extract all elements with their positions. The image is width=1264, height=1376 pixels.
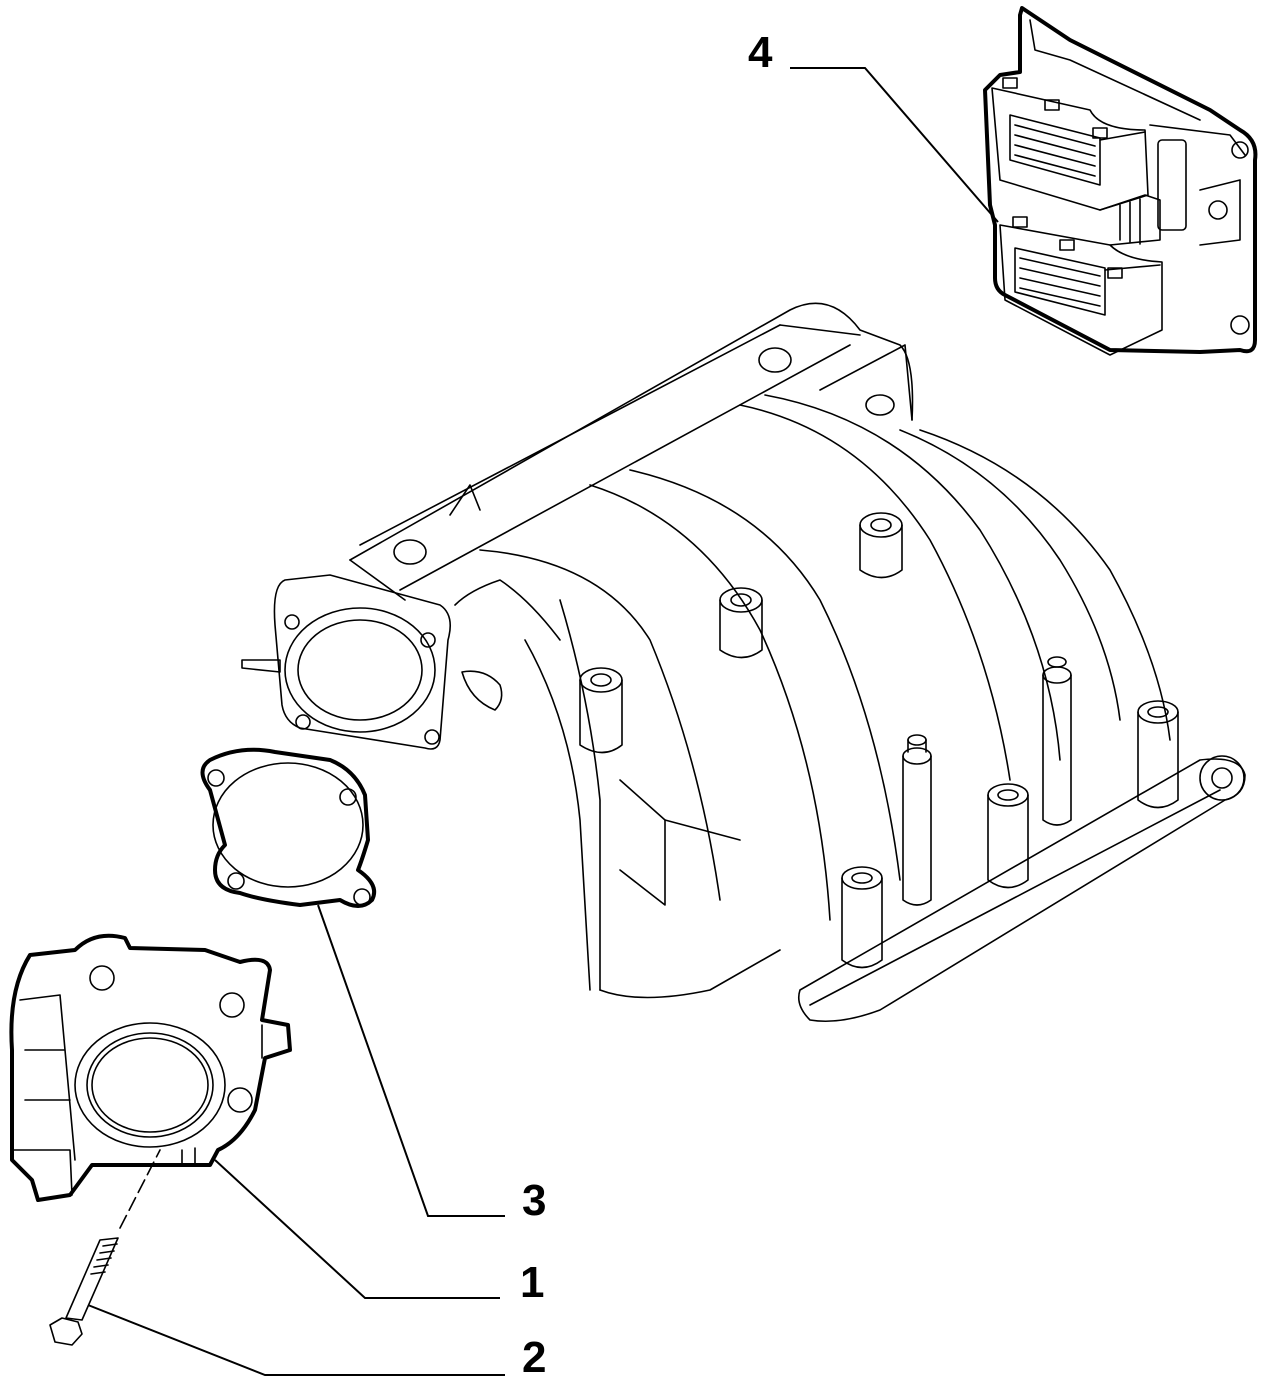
- bolt: [49, 1149, 161, 1346]
- gasket: [200, 747, 377, 908]
- leader-4: [790, 67, 999, 223]
- leader-1: [214, 1159, 500, 1299]
- callout-2: 2: [522, 1333, 546, 1376]
- injector-bosses: [579, 512, 1179, 969]
- callout-4: 4: [748, 28, 773, 77]
- callout-3: 3: [522, 1176, 546, 1225]
- throttle-body: [9, 933, 292, 1202]
- callout-1: 1: [520, 1258, 544, 1307]
- intake-manifold: [241, 302, 1246, 1023]
- leader-2: [87, 1304, 505, 1376]
- leader-3: [317, 904, 505, 1217]
- leader-lines: [87, 67, 999, 1376]
- ecu-module: [983, 6, 1258, 356]
